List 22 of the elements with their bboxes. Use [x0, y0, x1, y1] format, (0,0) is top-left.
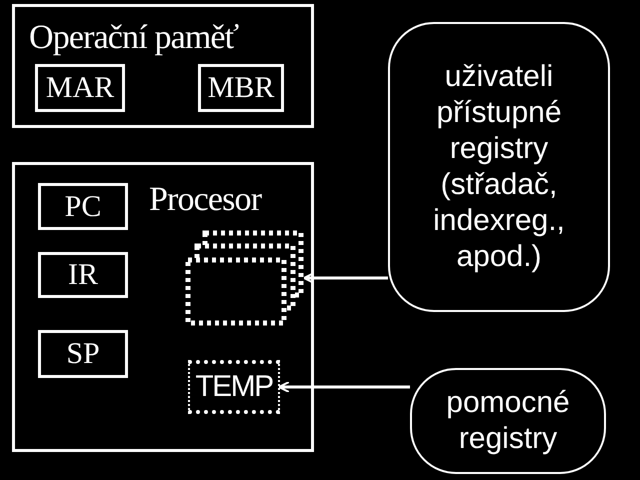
register-box [38, 252, 128, 298]
register-box [38, 183, 128, 230]
container-box [12, 162, 314, 452]
register-box [35, 64, 125, 112]
cloud-text: uživateli přístupné registry (střadač, indexreg., apod.) [432, 59, 566, 275]
box-title: Procesor [149, 183, 262, 217]
register-label: SP [66, 339, 100, 369]
register-box [38, 330, 128, 378]
register-label: MAR [46, 73, 114, 103]
register-box [198, 64, 284, 112]
register-label: TEMP [195, 372, 273, 402]
cloud-shape [388, 22, 610, 312]
box-title: Operační paměť [29, 21, 238, 55]
dashed-register-box [188, 360, 280, 414]
arrow [278, 381, 410, 393]
register-label: MBR [208, 73, 274, 103]
cloud-text: pomocné registry [445, 385, 571, 457]
arrow [303, 272, 388, 284]
register-label: IR [68, 260, 98, 290]
dashed-register-stack [185, 230, 305, 326]
register-label: PC [64, 192, 102, 222]
container-box [12, 4, 314, 128]
